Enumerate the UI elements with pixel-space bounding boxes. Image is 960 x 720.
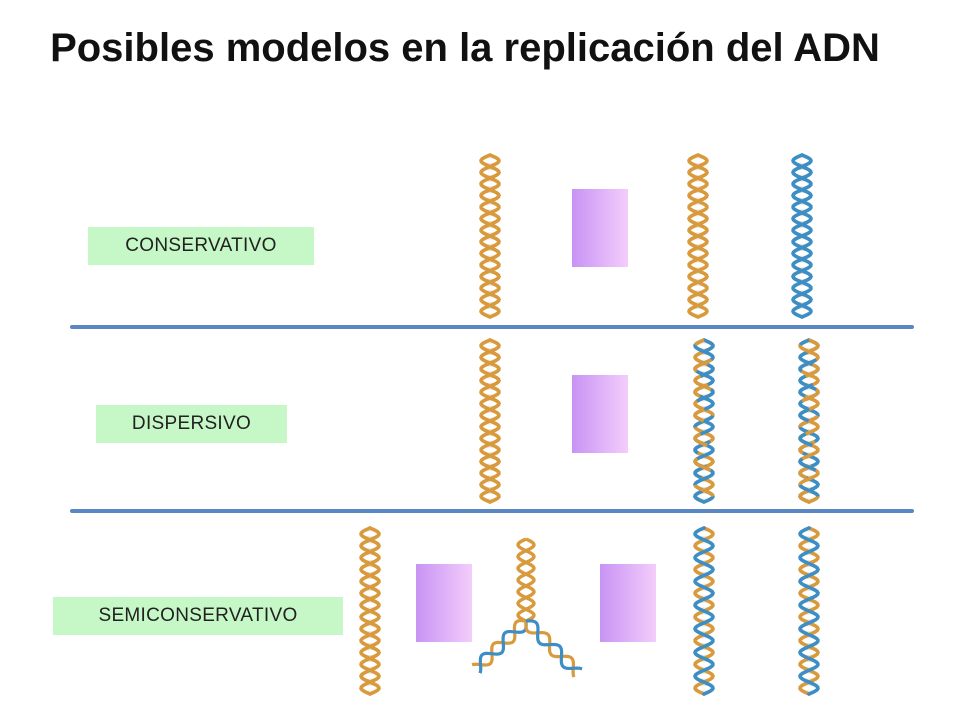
process-box xyxy=(572,189,628,267)
label-conservativo: CONSERVATIVO xyxy=(88,227,314,265)
dna-helix-daughter xyxy=(798,338,820,504)
dna-helix-daughter xyxy=(791,153,813,319)
dna-helix-daughter xyxy=(693,526,715,696)
row-divider xyxy=(70,509,914,513)
dna-replication-fork xyxy=(471,537,583,678)
label-semiconservativo: SEMICONSERVATIVO xyxy=(53,597,343,635)
dna-helix-parental xyxy=(359,526,381,696)
process-box xyxy=(416,564,472,642)
dna-helix-daughter xyxy=(687,153,709,319)
page-title: Posibles modelos en la replicación del A… xyxy=(50,26,880,70)
dna-helix-parental xyxy=(479,153,501,319)
dna-helix-daughter xyxy=(693,338,715,504)
row-divider xyxy=(70,325,914,329)
process-box xyxy=(600,564,656,642)
dna-helix-parental xyxy=(479,338,501,504)
label-dispersivo: DISPERSIVO xyxy=(96,405,287,443)
process-box xyxy=(572,375,628,453)
dna-helix-daughter xyxy=(798,526,820,696)
